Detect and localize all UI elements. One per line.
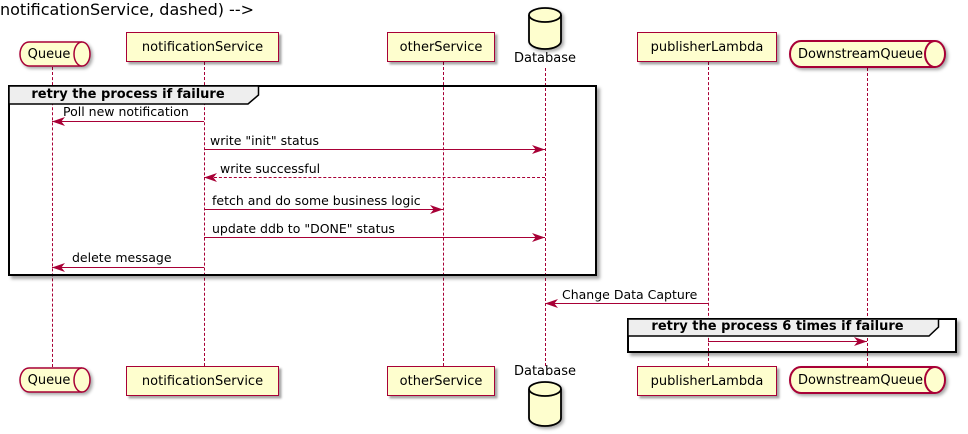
arrowhead-left-icon bbox=[545, 299, 558, 308]
lifeline-downstream-queue bbox=[867, 68, 868, 366]
participant-database-bottom-label: Database bbox=[513, 364, 577, 379]
queue-cylinder-icon bbox=[19, 367, 91, 393]
message-label: write successful bbox=[220, 161, 321, 176]
message-line-dashed bbox=[204, 177, 545, 178]
participant-name: DownstreamQueue bbox=[797, 46, 924, 62]
message-label: Change Data Capture bbox=[562, 287, 698, 302]
database-cylinder-icon bbox=[528, 381, 562, 427]
frame-tab-pentagon-icon bbox=[627, 318, 940, 337]
queue-cylinder-icon bbox=[789, 40, 946, 68]
frame-retry-process: retry the process if failure bbox=[8, 85, 597, 276]
lifeline-queue bbox=[52, 67, 53, 367]
database-cylinder-icon bbox=[528, 7, 562, 50]
lifeline-other-service bbox=[443, 62, 444, 366]
message-line bbox=[204, 209, 443, 210]
arrowhead-right-icon bbox=[532, 145, 545, 154]
participant-downstream-queue-top: DownstreamQueue bbox=[788, 40, 947, 68]
participant-other-service-top: otherService bbox=[387, 32, 495, 62]
participant-database-bottom bbox=[527, 381, 563, 427]
message-line bbox=[545, 303, 708, 304]
participant-publisher-lambda-bottom: publisherLambda bbox=[637, 366, 777, 396]
participant-name: otherService bbox=[399, 39, 483, 55]
frame-retry-process-title-tab: retry the process if failure bbox=[8, 85, 260, 105]
arrowhead-right-icon bbox=[430, 205, 443, 214]
arrowhead-right-icon bbox=[532, 233, 545, 242]
participant-queue-bottom: Queue bbox=[18, 367, 92, 393]
participant-database-top bbox=[527, 7, 563, 50]
participant-other-service-bottom: otherService bbox=[387, 366, 495, 396]
frame-tab-pentagon-icon bbox=[8, 85, 260, 105]
arrowhead-left-icon bbox=[52, 117, 65, 126]
frame-title: retry the process if failure bbox=[31, 86, 225, 102]
message-line bbox=[52, 267, 204, 268]
participant-name: notificationService bbox=[141, 373, 264, 389]
queue-cylinder-icon bbox=[19, 41, 91, 67]
participant-name: Queue bbox=[27, 372, 71, 388]
message-label: Poll new notification bbox=[63, 104, 189, 119]
participant-downstream-queue-bottom: DownstreamQueue bbox=[788, 366, 947, 394]
message-label: fetch and do some business logic bbox=[212, 193, 421, 208]
arrowhead-right-icon bbox=[854, 337, 867, 346]
participant-database-top-label: Database bbox=[513, 51, 577, 66]
message-label: delete message bbox=[72, 250, 172, 265]
arrowhead-left-icon bbox=[52, 263, 65, 272]
queue-cylinder-icon bbox=[789, 366, 946, 394]
lifeline-database bbox=[545, 68, 546, 366]
message-label: write "init" status bbox=[210, 133, 320, 148]
arrowhead-left-icon bbox=[204, 173, 217, 182]
lifeline-notification-service bbox=[204, 62, 205, 366]
message-line bbox=[204, 237, 545, 238]
message-line bbox=[204, 149, 545, 150]
participant-name: publisherLambda bbox=[650, 39, 764, 55]
participant-notification-service-top: notificationService bbox=[126, 32, 279, 62]
frame-retry-6-times-title-tab: retry the process 6 times if failure bbox=[627, 318, 940, 337]
participant-name: notificationService bbox=[141, 39, 264, 55]
participant-queue-top: Queue bbox=[18, 41, 92, 67]
participant-name: Queue bbox=[27, 46, 71, 62]
participant-publisher-lambda-top: publisherLambda bbox=[637, 32, 777, 62]
frame-retry-6-times: retry the process 6 times if failure bbox=[627, 318, 957, 353]
participant-name: publisherLambda bbox=[650, 373, 764, 389]
participant-name: otherService bbox=[399, 373, 483, 389]
participant-notification-service-bottom: notificationService bbox=[126, 366, 279, 396]
lifeline-publisher-lambda bbox=[708, 62, 709, 366]
message-line bbox=[708, 341, 867, 342]
frame-title: retry the process 6 times if failure bbox=[651, 319, 904, 334]
message-label: update ddb to "DONE" status bbox=[212, 221, 395, 236]
message-line bbox=[52, 121, 204, 122]
participant-name: DownstreamQueue bbox=[797, 372, 924, 388]
